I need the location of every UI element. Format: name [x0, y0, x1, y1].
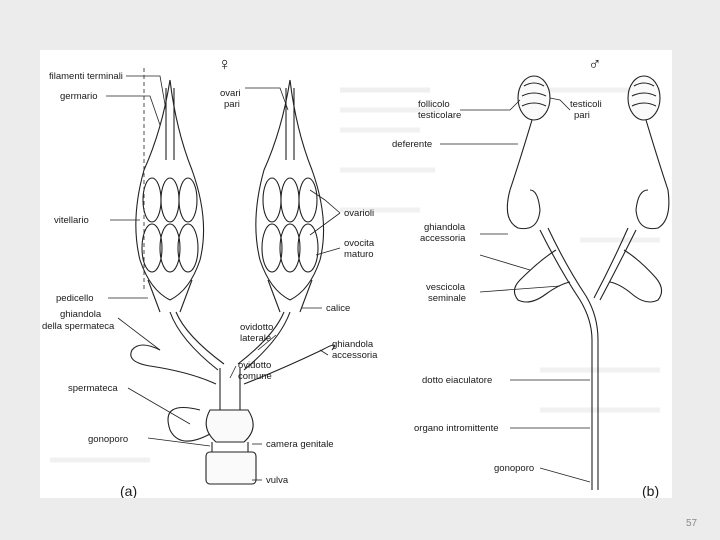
label-ghiandola-2: accessoria	[420, 233, 466, 244]
label-ovidotto-comune-2: comune	[238, 371, 272, 382]
label-organo-intromittente: organo intromittente	[414, 423, 499, 434]
label-ghiandola-spermateca-2: della spermateca	[42, 321, 115, 332]
label-ovocita-maturo-2: maturo	[344, 249, 374, 260]
label-vulva: vulva	[266, 475, 289, 486]
label-dotto-eiaculatore: dotto eiaculatore	[422, 375, 492, 386]
label-ghiandola-accessoria-1: ghiandola	[332, 339, 374, 350]
reproductive-system-figure: ♀	[40, 50, 672, 498]
label-pedicello: pedicello	[56, 293, 94, 304]
label-gonoporo-female: gonoporo	[88, 434, 128, 445]
label-testicoli-2: pari	[574, 110, 590, 121]
label-ghiandola-1: ghiandola	[424, 222, 466, 233]
right-ovary	[256, 80, 324, 312]
label-calice: calice	[326, 303, 350, 314]
label-spermateca: spermateca	[68, 383, 118, 394]
label-germario: germario	[60, 91, 98, 102]
label-ghiandola-accessoria-2: accessoria	[332, 350, 378, 361]
label-vitellario: vitellario	[54, 215, 89, 226]
label-ovocita-maturo-1: ovocita	[344, 238, 375, 249]
label-deferente: deferente	[392, 139, 432, 150]
right-testis	[628, 76, 660, 120]
label-ghiandola-spermateca-1: ghiandola	[60, 309, 102, 320]
bleed-through-text	[50, 90, 660, 460]
label-ovarioli: ovarioli	[344, 208, 374, 219]
label-follicolo-2: testicolare	[418, 110, 461, 121]
page-number: 57	[686, 518, 697, 529]
label-gonoporo-male: gonoporo	[494, 463, 534, 474]
label-vescicola-1: vescicola	[426, 282, 466, 293]
male-symbol: ♂	[588, 54, 602, 74]
label-filamenti-terminali: filamenti terminali	[49, 71, 123, 82]
label-ovari-pari-1: ovari	[220, 88, 241, 99]
left-ovary	[136, 80, 204, 312]
female-caption: (a)	[120, 483, 137, 498]
label-ovari-pari-2: pari	[224, 99, 240, 110]
male-diagram: ♂	[392, 54, 669, 498]
female-ducts	[131, 312, 335, 484]
male-caption: (b)	[642, 483, 659, 498]
male-ducts	[507, 120, 669, 490]
figure-svg: ♀	[40, 50, 672, 498]
female-symbol: ♀	[218, 54, 232, 74]
label-ovidotto-laterale-1: ovidotto	[240, 322, 273, 333]
label-testicoli-1: testicoli	[570, 99, 602, 110]
label-follicolo-1: follicolo	[418, 99, 450, 110]
label-vescicola-2: seminale	[428, 293, 466, 304]
female-diagram: ♀	[42, 54, 378, 498]
label-ovidotto-comune-1: ovidotto	[238, 360, 271, 371]
label-ovidotto-laterale-2: laterale	[240, 333, 271, 344]
label-camera-genitale: camera genitale	[266, 439, 334, 450]
left-testis	[518, 76, 550, 120]
